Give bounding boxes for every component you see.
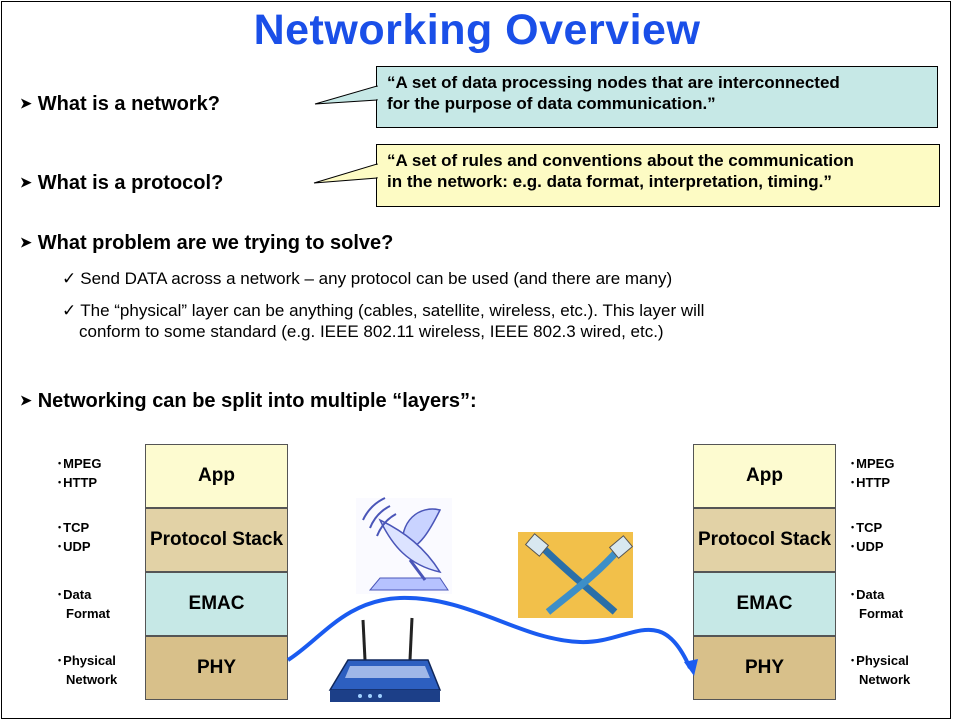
left-note-phy: •Physical Network [58, 653, 118, 687]
checkmark-icon: ✓ [62, 301, 77, 320]
note-text: Data [63, 587, 92, 602]
question-layers: ➤ Networking can be split into multiple “… [20, 390, 477, 413]
left-layer-app: App [145, 444, 288, 508]
left-note-protocol: •TCP •UDP [58, 520, 91, 554]
callout-protocol-pointer [313, 163, 378, 184]
left-layer-protocol-stack: Protocol Stack [145, 508, 288, 572]
bullet-arrow-icon: ➤ [20, 95, 32, 111]
network-link-curve [286, 595, 692, 669]
callout-network-pointer [314, 85, 378, 105]
callout-network-line-1: “A set of data processing nodes that are… [387, 73, 840, 92]
note-text: Network [66, 672, 118, 687]
ethernet-cable-icon [518, 532, 634, 618]
right-layer-app: App [693, 444, 836, 508]
bullet-arrow-icon: ➤ [20, 234, 32, 250]
note-text: HTTP [63, 475, 98, 490]
note-text: Physical [856, 653, 909, 668]
note-text: UDP [63, 539, 91, 554]
callout-network-line-2: for the purpose of data communication.” [387, 94, 716, 113]
question-problem-text: What problem are we trying to solve? [37, 232, 394, 254]
callout-network: “A set of data processing nodes that are… [376, 66, 938, 128]
callout-protocol: “A set of rules and conventions about th… [376, 144, 940, 207]
note-text: MPEG [63, 456, 102, 471]
note-text: Data [856, 587, 885, 602]
callout-protocol-line-2: in the network: e.g. data format, interp… [387, 172, 832, 191]
right-note-phy: •Physical Network [851, 653, 911, 687]
check-item-2-line-1: The “physical” layer can be anything (ca… [80, 301, 705, 320]
note-text: Format [859, 606, 904, 621]
note-text: Network [859, 672, 911, 687]
note-text: TCP [856, 520, 883, 535]
left-note-app: •MPEG •HTTP [58, 456, 102, 490]
bullet-arrow-icon: ➤ [20, 392, 32, 408]
note-text: HTTP [856, 475, 891, 490]
left-layer-emac: EMAC [145, 572, 288, 636]
right-layer-emac: EMAC [693, 572, 836, 636]
slide-title: Networking Overview [253, 6, 701, 54]
right-layer-protocol-stack: Protocol Stack [693, 508, 836, 572]
right-note-emac: •Data Format [851, 587, 904, 621]
check-item-2-line-2: conform to some standard (e.g. IEEE 802.… [79, 322, 664, 341]
left-layer-phy: PHY [145, 636, 288, 700]
checkmark-icon: ✓ [62, 269, 77, 288]
question-network: ➤ What is a network? [20, 93, 220, 116]
link-arrowhead-icon [684, 659, 698, 676]
right-note-app: •MPEG •HTTP [851, 456, 895, 490]
satellite-dish-icon [356, 497, 452, 594]
note-text: MPEG [856, 456, 895, 471]
callout-protocol-line-1: “A set of rules and conventions about th… [387, 151, 854, 170]
note-text: UDP [856, 539, 884, 554]
check-item-1: ✓Send DATA across a network – any protoc… [62, 268, 672, 289]
note-text: Format [66, 606, 111, 621]
question-problem: ➤ What problem are we trying to solve? [20, 232, 393, 255]
check-item-2: ✓The “physical” layer can be anything (c… [62, 300, 704, 342]
right-note-protocol: •TCP •UDP [851, 520, 884, 554]
note-text: Physical [63, 653, 116, 668]
left-note-emac: •Data Format [58, 587, 111, 621]
question-protocol-text: What is a protocol? [37, 172, 224, 194]
question-layers-text: Networking can be split into multiple “l… [37, 390, 477, 412]
question-protocol: ➤ What is a protocol? [20, 172, 223, 195]
note-text: TCP [63, 520, 90, 535]
check-item-1-text: Send DATA across a network – any protoco… [80, 269, 673, 288]
bullet-arrow-icon: ➤ [20, 174, 32, 190]
right-layer-phy: PHY [693, 636, 836, 700]
wireless-router-icon [328, 617, 442, 702]
question-network-text: What is a network? [37, 93, 220, 115]
